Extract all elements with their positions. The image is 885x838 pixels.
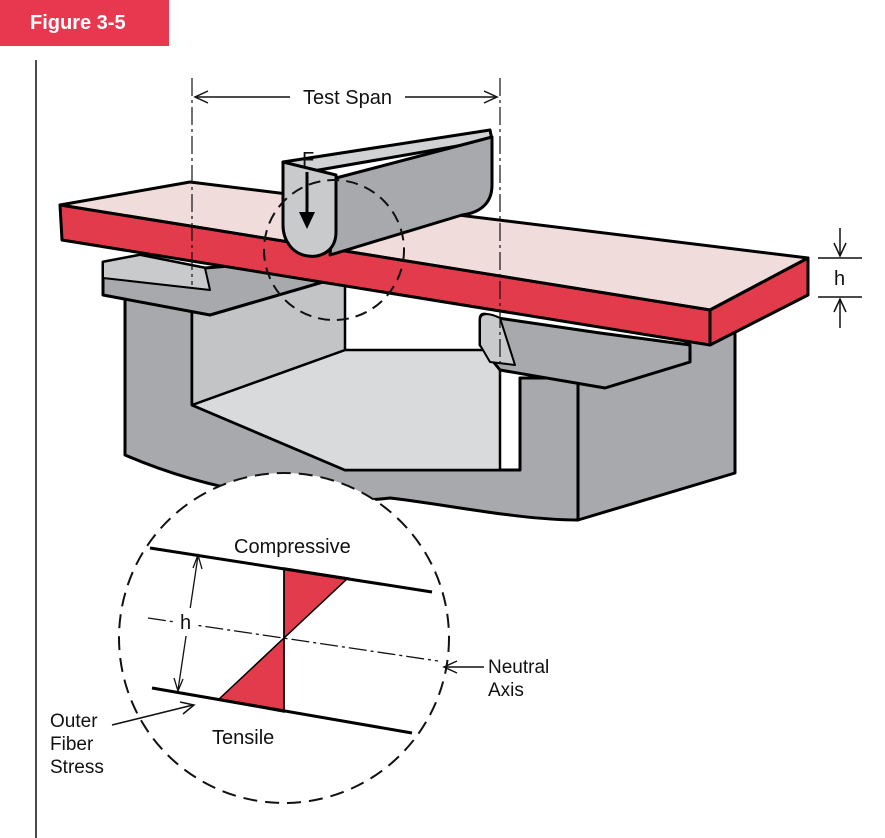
test-span-dimension xyxy=(193,90,499,104)
stress-detail xyxy=(118,472,450,804)
neutral-axis-label-line1: Neutral xyxy=(488,657,549,678)
outer-fiber-arrow xyxy=(111,701,196,726)
outer-fiber-label-line2: Fiber xyxy=(50,734,94,755)
right-support-anvil xyxy=(478,312,692,390)
force-label: F xyxy=(302,149,314,171)
outer-fiber-label-line3: Stress xyxy=(50,757,104,778)
neutral-axis-label-line2: Axis xyxy=(488,680,524,701)
outer-fiber-label-line1: Outer xyxy=(50,711,98,732)
loading-nose xyxy=(281,128,494,258)
detail-callout-circle xyxy=(263,179,405,321)
neutral-axis-arrow xyxy=(442,660,484,674)
support-centerlines xyxy=(191,78,501,375)
test-specimen xyxy=(58,180,810,347)
test-span-label: Test Span xyxy=(303,87,392,109)
force-arrow xyxy=(299,172,315,229)
top-fiber-line xyxy=(149,546,433,594)
figure-label: Figure 3-5 xyxy=(0,0,169,46)
tensile-label: Tensile xyxy=(212,727,274,749)
thickness-dimension xyxy=(818,228,862,328)
compressive-label: Compressive xyxy=(234,536,351,558)
neutral-axis-line xyxy=(147,617,439,662)
detail-thickness-label: h xyxy=(180,612,191,634)
thickness-label: h xyxy=(834,268,845,290)
bottom-fiber-line xyxy=(151,686,413,735)
